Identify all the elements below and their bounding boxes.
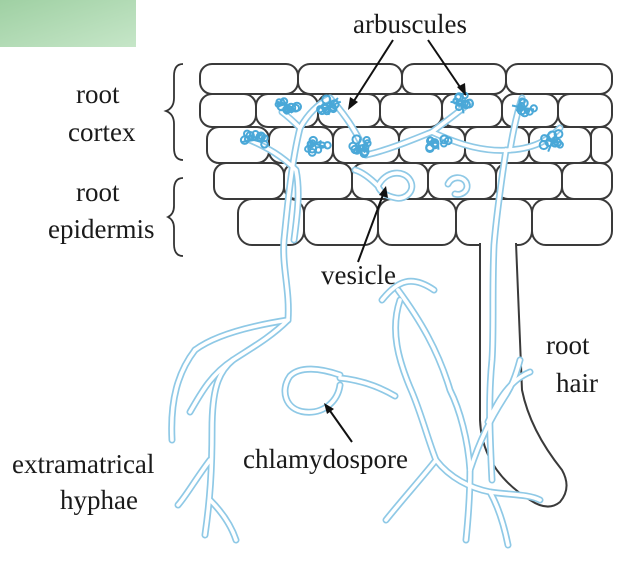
label-root-cortex-line1: root (76, 79, 120, 109)
label-vesicle: vesicle (321, 260, 396, 290)
label-root-epidermis-line2: epidermis (48, 214, 154, 244)
label-extramatrical-hyphae-line2: hyphae (60, 485, 138, 515)
cortex-brace (166, 64, 183, 160)
label-root-hair-line1: root (546, 330, 590, 360)
arrow-chlamydospore (328, 408, 352, 442)
label-root-epidermis-line1: root (76, 177, 120, 207)
label-arbuscules: arbuscules (353, 9, 467, 39)
root-cells (200, 64, 612, 245)
label-chlamydospore: chlamydospore (243, 444, 408, 474)
corner-swatch (0, 0, 136, 47)
label-extramatrical-hyphae-line1: extramatrical (12, 449, 154, 479)
label-root-hair-line2: hair (556, 368, 598, 398)
cortex-row-1 (200, 64, 612, 94)
label-root-cortex-line2: cortex (68, 117, 136, 147)
cortex-row-2 (200, 94, 612, 127)
epidermis-brace (168, 178, 183, 256)
